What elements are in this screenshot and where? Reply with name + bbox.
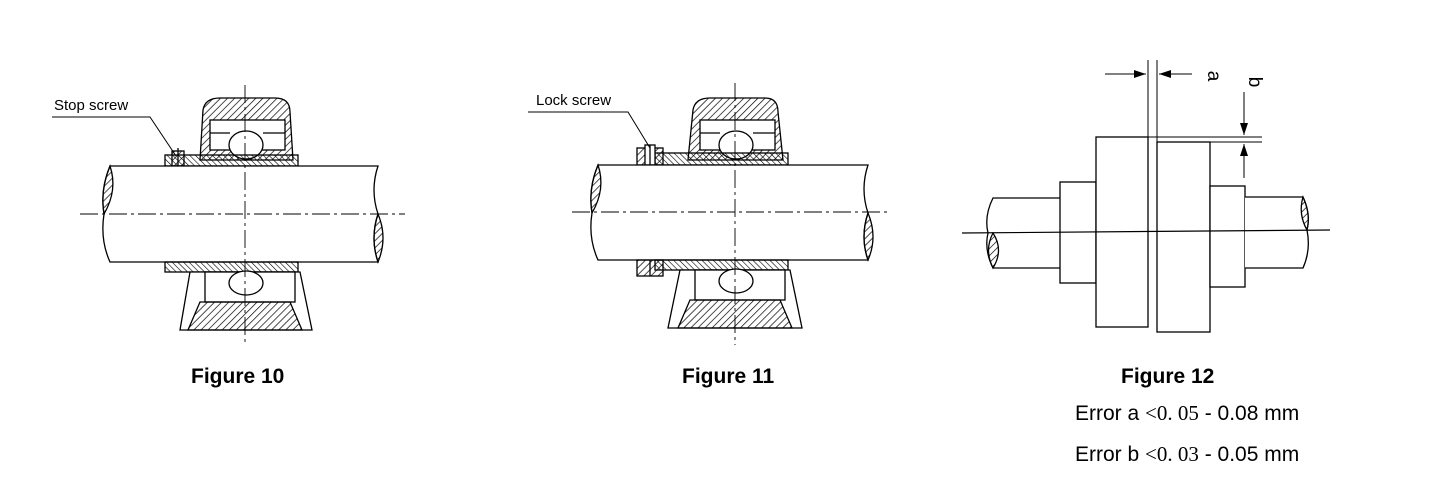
fig11-lower-collar: [654, 259, 789, 271]
fig10-callout-label: Stop screw: [54, 97, 128, 114]
fig11-callout-label: Lock screw: [536, 92, 611, 109]
fig12-right-shaft: [1245, 196, 1309, 269]
error-a-suffix: - 0.08 mm: [1198, 402, 1300, 425]
fig12-left-shaft-end: [987, 231, 1000, 270]
figure-12-caption: Figure 12: [1121, 365, 1215, 388]
fig10-callout-leader: [52, 116, 177, 157]
error-b-suffix: - 0.05 mm: [1198, 443, 1300, 466]
fig11-shaft: [590, 164, 869, 261]
fig12-right-hub: [1209, 185, 1246, 288]
figure-10-caption: Figure 10: [191, 365, 285, 388]
fig10-lower-base: [187, 301, 303, 331]
fig12-right-flange: [1156, 141, 1211, 333]
error-a-prefix: Error a: [1075, 402, 1146, 425]
error-b-prefix: Error b: [1075, 443, 1146, 466]
fig11-lower-ball: [718, 268, 754, 294]
fig11-shaft-end-right: [863, 211, 874, 262]
error-b-low: 0. 03: [1156, 442, 1199, 466]
figure-11-drawing: [528, 83, 888, 345]
fig10-shaft-end-right: [373, 212, 384, 264]
fig11-lower-base: [677, 299, 793, 329]
error-b-lt-sign: <: [1145, 442, 1157, 466]
fig11-upper-collar: [654, 152, 789, 166]
error-a-lt-sign: <: [1145, 401, 1157, 425]
figure-10-drawing: [52, 85, 405, 345]
error-b-tolerance: Error b <0. 03 - 0.05 mm: [1075, 442, 1299, 467]
fig11-shaft-end-left: [590, 163, 602, 215]
fig11-callout-leader: [528, 111, 651, 149]
figure-11-caption: Figure 11: [682, 365, 775, 388]
fig12-centerline-h: [961, 229, 1331, 234]
fig10-lower-collar: [164, 261, 299, 273]
fig10-upper-collar: [164, 154, 299, 167]
fig12-dim-a-label: a: [1203, 71, 1224, 82]
fig12-dim-b-label: b: [1244, 77, 1265, 88]
figure-12-drawing: [961, 60, 1331, 333]
fig10-lower-ball: [228, 270, 264, 296]
error-a-tolerance: Error a <0. 05 - 0.08 mm: [1075, 401, 1299, 426]
error-a-low: 0. 05: [1156, 401, 1199, 425]
